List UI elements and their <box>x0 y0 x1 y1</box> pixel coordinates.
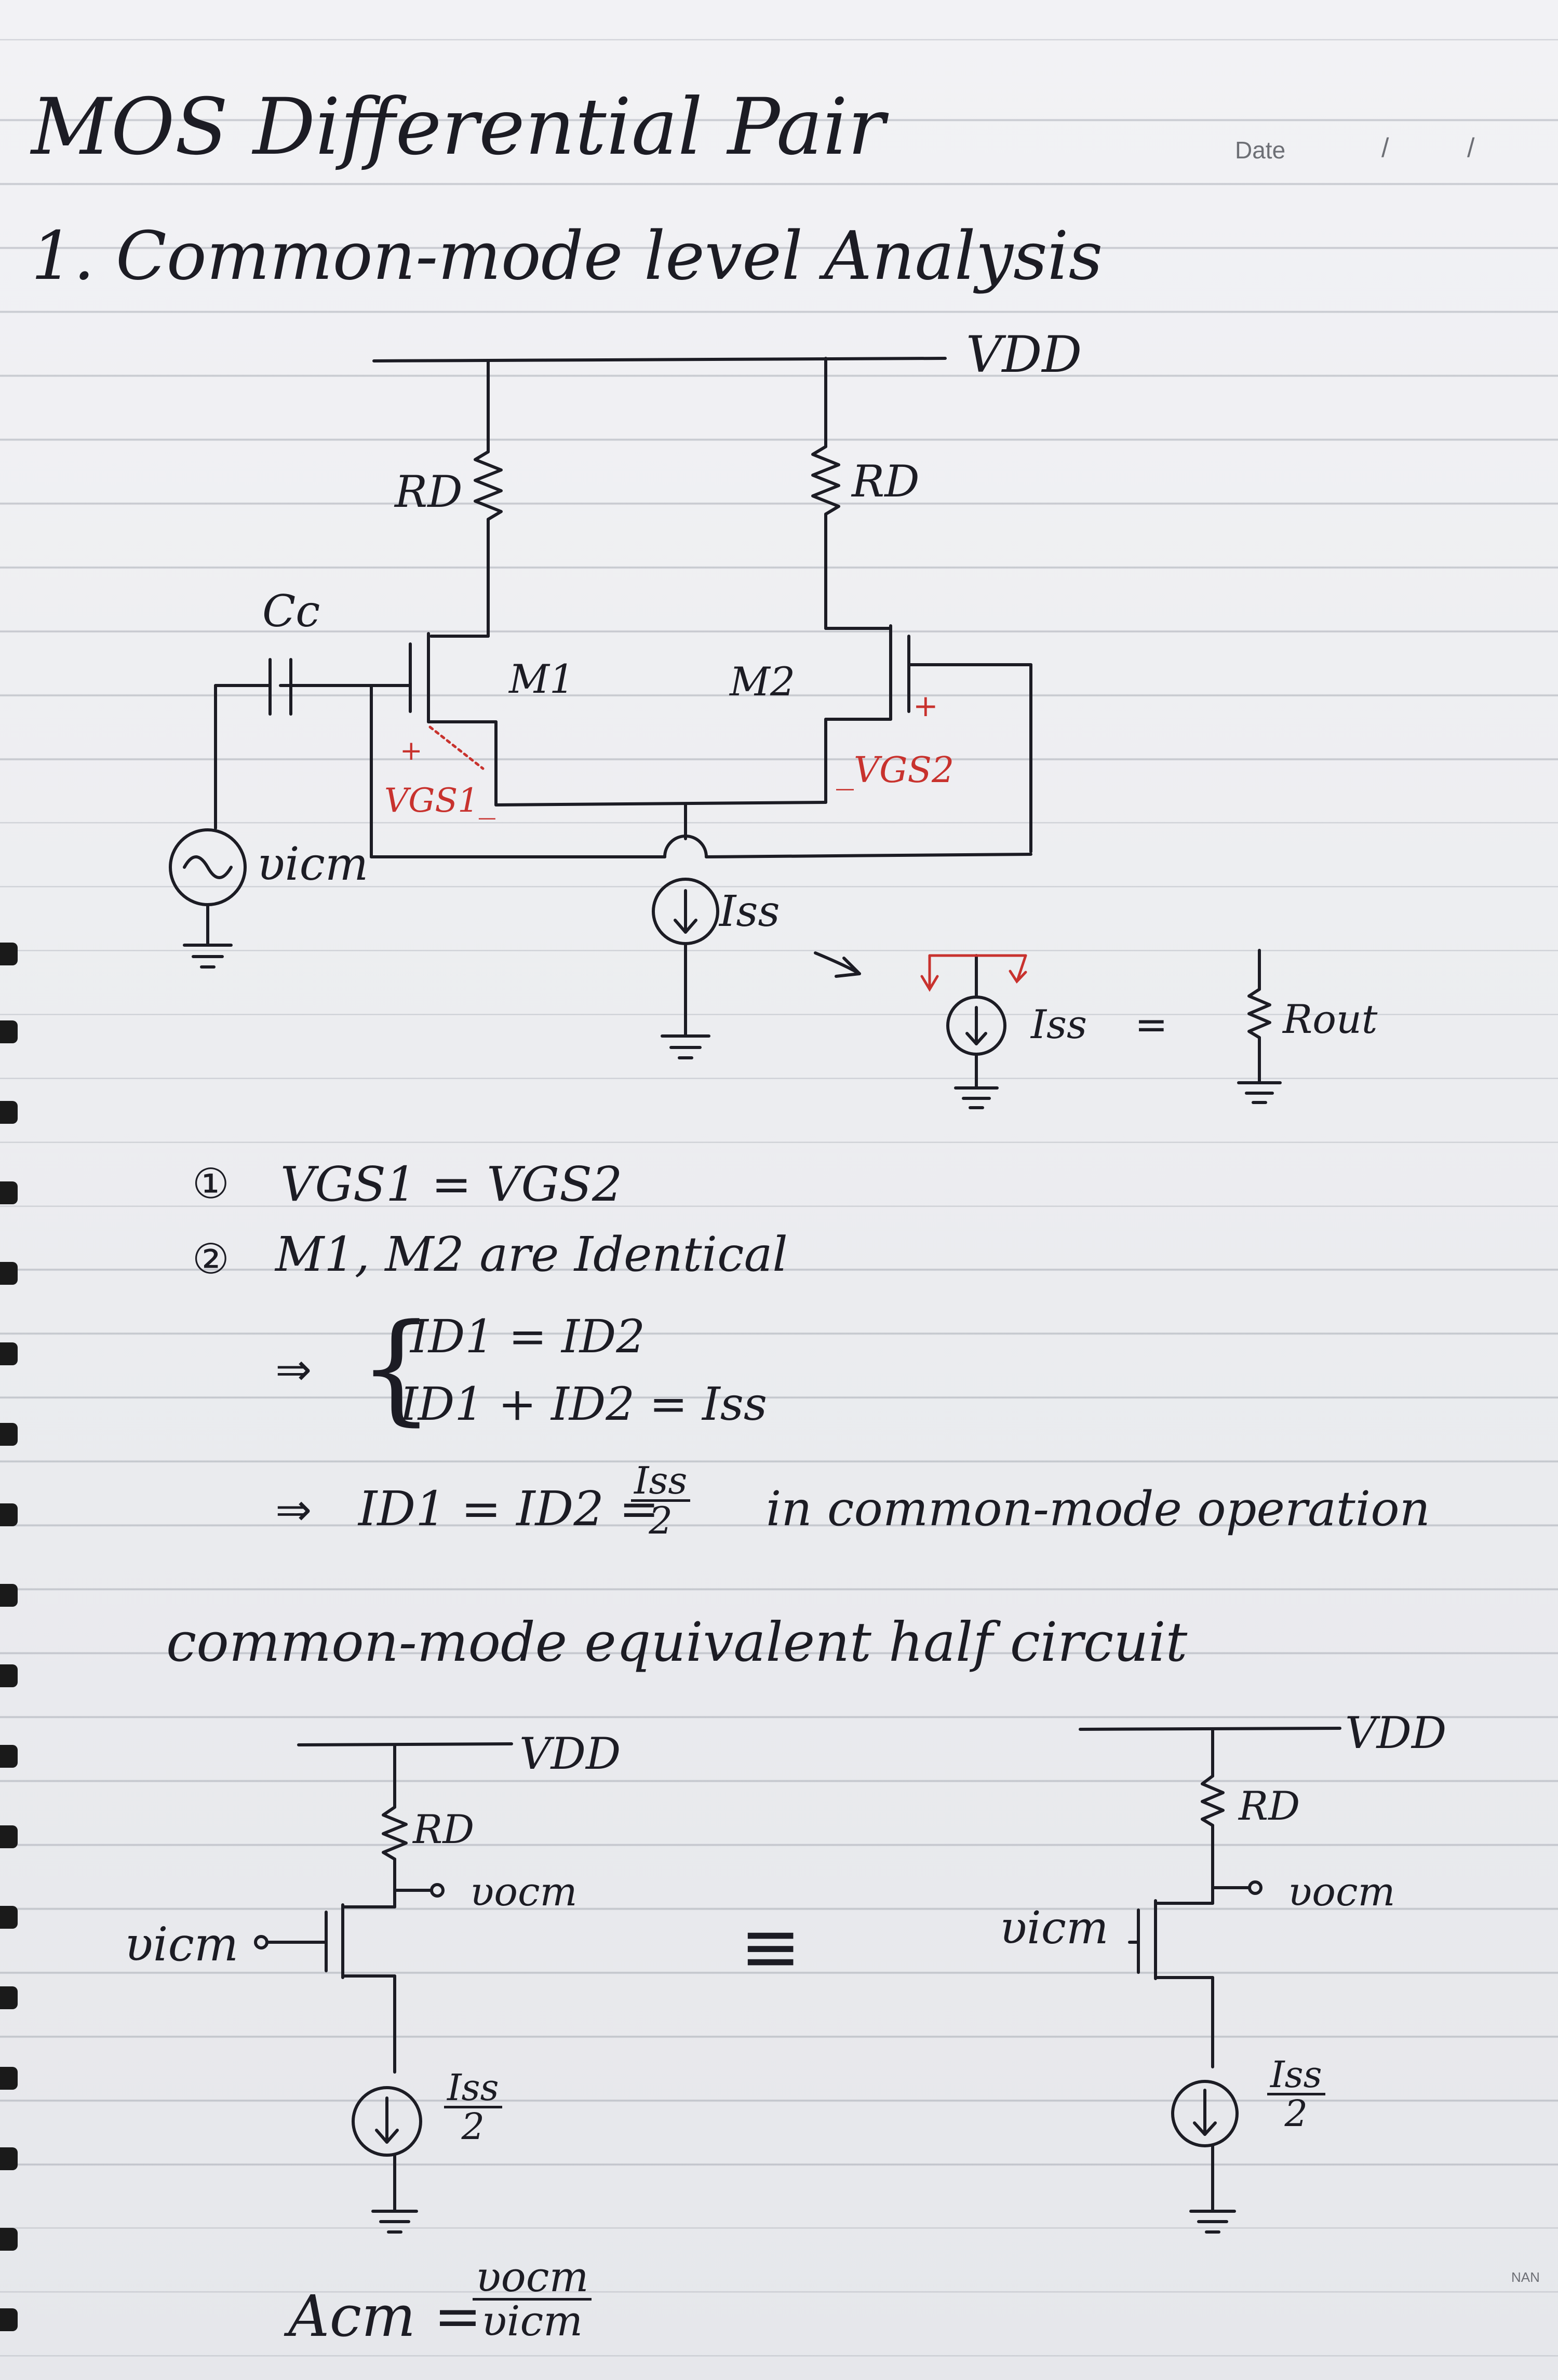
result-num: Iss <box>631 1462 691 1502</box>
equation-2: ID1 + ID2 = Iss <box>400 1377 768 1431</box>
rd-right-label: RD <box>852 456 920 507</box>
result-lhs: ID1 = ID2 = <box>358 1481 660 1537</box>
spiral-binding <box>0 0 18 2380</box>
hc-left-iss-num: Iss <box>444 2069 502 2108</box>
equiv-equals-sign: = <box>1135 1001 1168 1047</box>
condition-2: M1, M2 are Identical <box>275 1227 788 1282</box>
vgs1-plus: + <box>400 735 423 767</box>
gain-num: υocm <box>473 2256 592 2301</box>
page-title: MOS Differential Pair <box>31 82 885 172</box>
iss-equiv-label: Iss <box>1031 1001 1087 1047</box>
vgs2-label: _VGS2 <box>836 750 955 791</box>
date-separator-1: / <box>1381 133 1389 163</box>
iss-label: Iss <box>719 887 780 936</box>
hc-left-iss-den: 2 <box>461 2105 485 2148</box>
condition-2-marker: ② <box>192 1235 230 1283</box>
vgs1-label: VGS1_ <box>384 782 495 820</box>
date-separator-2: / <box>1467 133 1475 163</box>
equation-1: ID1 = ID2 <box>410 1310 646 1363</box>
gain-lhs: Acm = <box>288 2283 482 2349</box>
vdd-label: VDD <box>966 326 1082 384</box>
gain-den: υicm <box>481 2297 583 2345</box>
equivalence-sign: ≡ <box>740 1905 801 1989</box>
implies-arrow-1: ⇒ <box>275 1344 312 1395</box>
hc-right-rd: RD <box>1239 1783 1300 1829</box>
hc-right-vin: υicm <box>1000 1902 1109 1954</box>
hc-left-vin: υicm <box>125 1917 239 1972</box>
half-circuit-heading: common-mode equivalent half circuit <box>166 1610 1188 1674</box>
brace: { <box>358 1299 435 1437</box>
m2-label: M2 <box>730 658 796 705</box>
rout-label: Rout <box>1283 996 1378 1042</box>
vicm-source-label: υicm <box>257 837 369 891</box>
condition-1-marker: ① <box>192 1160 230 1208</box>
hc-right-iss-den: 2 <box>1284 2092 1308 2135</box>
result-tail: in common-mode operation <box>766 1481 1430 1537</box>
hc-left-rd: RD <box>413 1806 475 1852</box>
corner-print: NAN <box>1511 2269 1540 2285</box>
hc-right-vout: υocm <box>1288 1868 1395 1915</box>
cc-label: Cc <box>262 586 320 637</box>
hc-right-iss-num: Iss <box>1267 2056 1325 2095</box>
hc-left-vdd: VDD <box>519 1728 621 1779</box>
implies-arrow-2: ⇒ <box>275 1484 312 1535</box>
rd-left-label: RD <box>395 466 463 517</box>
result-den: 2 <box>649 1499 673 1542</box>
m1-label: M1 <box>509 656 575 702</box>
vgs2-plus: + <box>913 688 938 723</box>
date-label: Date <box>1235 137 1286 164</box>
section-heading: 1. Common-mode level Analysis <box>31 218 1103 295</box>
condition-1: VGS1 = VGS2 <box>280 1157 623 1212</box>
hc-left-vout: υocm <box>470 1868 577 1915</box>
hc-right-vdd: VDD <box>1345 1707 1447 1758</box>
